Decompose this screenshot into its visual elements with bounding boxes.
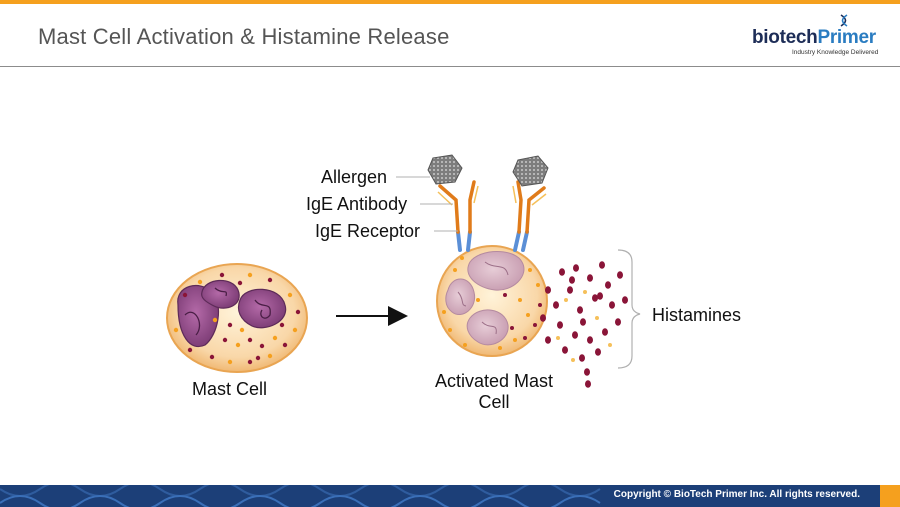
- histamine-bracket: [617, 249, 641, 369]
- dna-pattern: [0, 485, 601, 507]
- title-divider: [0, 66, 900, 67]
- ige-receptor-label: IgE Receptor: [315, 221, 421, 241]
- activated-label-line1: Activated Mast: [434, 371, 554, 391]
- footer-accent: [880, 485, 900, 507]
- ige-antibody: [516, 180, 546, 234]
- ige-receptor: [513, 230, 529, 252]
- activated-mast-cell-label: Activated Mast Cell: [430, 371, 558, 413]
- nucleus-lobe: [466, 309, 509, 346]
- logo-tagline: Industry Knowledge Delivered: [792, 49, 879, 56]
- mast-cell-diagram: [166, 154, 641, 388]
- ige-receptor: [456, 230, 472, 252]
- histamines-label: Histamines: [652, 305, 742, 325]
- granule-cluster: [442, 256, 542, 350]
- ige-complex-right: [512, 155, 549, 252]
- allergen: [512, 155, 549, 187]
- top-accent-bar: [0, 0, 900, 4]
- activated-mast-cell: [436, 245, 548, 357]
- allergen-label: Allergen: [321, 167, 388, 187]
- activated-label-line2: Cell: [478, 392, 510, 412]
- nucleus-lobe: [201, 279, 240, 309]
- dna-helix-icon: [840, 14, 848, 27]
- page-title: Mast Cell Activation & Histamine Release: [38, 24, 450, 49]
- granule-cluster: [173, 272, 301, 365]
- nucleus-lobe: [445, 278, 476, 315]
- copyright-notice: Copyright © BioTech Primer Inc. All righ…: [613, 489, 860, 500]
- ige-antibody-label: IgE Antibody: [306, 194, 408, 214]
- histamine-granules: [540, 261, 628, 388]
- nucleus-lobe: [467, 251, 525, 291]
- ige-complex-left: [427, 154, 479, 252]
- logo-wordmark: biotechPrimer: [752, 27, 876, 48]
- mast-cell: [166, 263, 308, 373]
- footer-bar: Copyright © BioTech Primer Inc. All righ…: [0, 485, 900, 507]
- ige-antibody: [438, 180, 476, 234]
- allergen: [427, 154, 463, 185]
- brand-logo: biotechPrimer Industry Knowledge Deliver…: [752, 14, 882, 60]
- nucleus-lobe: [237, 288, 287, 329]
- mast-cell-label: Mast Cell: [192, 379, 268, 399]
